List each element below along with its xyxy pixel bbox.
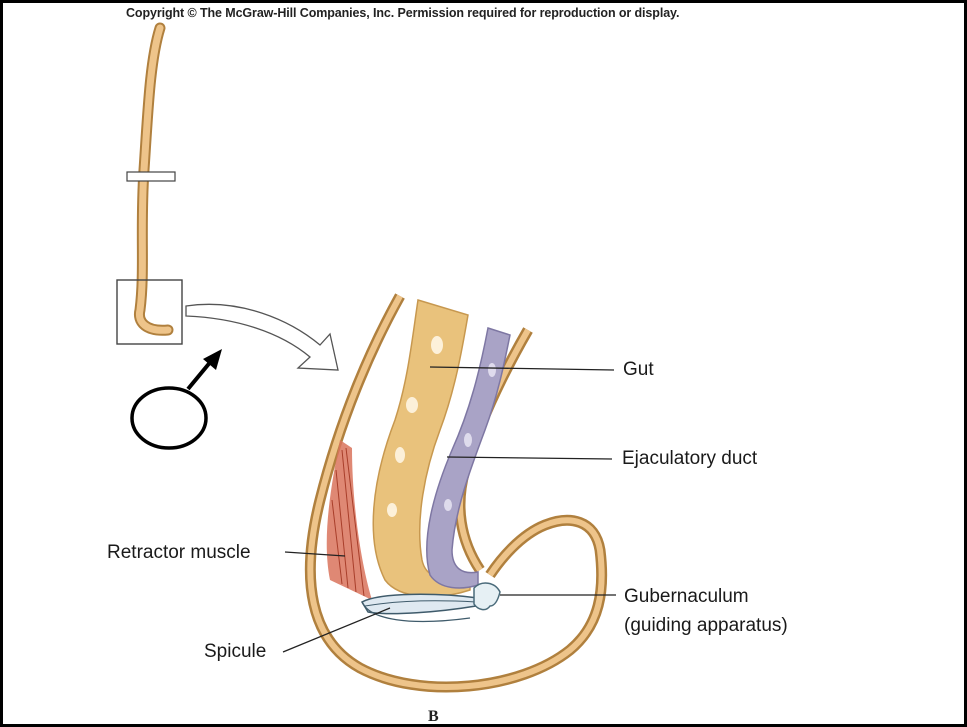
label-gubernaculum-description: (guiding apparatus) [624, 615, 788, 637]
spicule [362, 594, 478, 621]
magnification-box [117, 280, 182, 344]
pointer-arrow [188, 349, 222, 389]
gubernaculum [474, 583, 500, 610]
copyright-notice: Copyright © The McGraw-Hill Companies, I… [126, 6, 679, 20]
label-ejaculatory-duct: Ejaculatory duct [622, 448, 757, 470]
label-gubernaculum: Gubernaculum [624, 586, 749, 608]
whole-worm-illustration [117, 28, 182, 344]
answer-circle [132, 388, 206, 448]
label-retractor-muscle: Retractor muscle [107, 542, 251, 564]
label-gut: Gut [623, 359, 654, 381]
panel-letter: B [428, 708, 439, 726]
section-marker [127, 172, 175, 181]
label-spicule: Spicule [204, 641, 266, 663]
